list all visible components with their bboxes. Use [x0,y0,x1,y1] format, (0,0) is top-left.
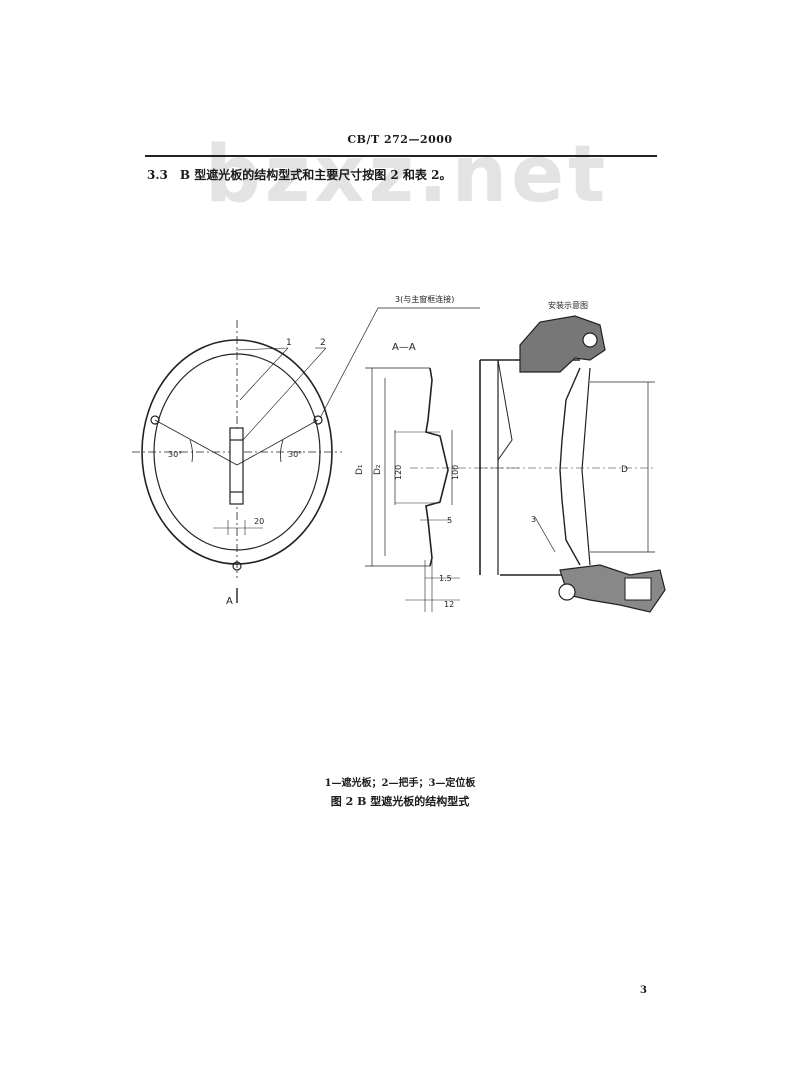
label-D2: D₂ [373,464,383,475]
hinge-block [519,315,606,373]
clause-text: B 型遮光板的结构型式和主要尺寸按图 2 和表 2。 [179,168,452,182]
label-angle-left: 30° [168,450,182,459]
label-100: 100 [451,465,460,480]
fitted-plate [559,367,581,566]
label-part3-note: 3(与主窗框连接) [395,294,454,304]
handle [229,427,244,505]
clause-number: 3.3 [147,168,168,182]
label-120: 120 [394,465,403,480]
label-part3: 3 [531,515,536,524]
label-1-5: 1.5 [439,574,452,583]
label-D: D [621,465,628,475]
figure-legend: 1—遮光板；2—把手；3—定位板 [324,778,476,789]
figure-2-drawing: 1 2 3(与主窗框连接) A—A 安装示意图 30° 30° 20 A D₁ … [132,294,666,613]
label-angle-right: 30° [288,450,302,459]
label-install: 安装示意图 [548,300,588,310]
label-section-mark: A [226,596,233,607]
label-D1: D₁ [355,464,365,475]
watermark: bzxz.net [205,130,610,220]
label-12: 12 [444,600,454,609]
label-section: A—A [392,342,416,353]
lug-right [313,415,323,425]
label-part2: 2 [320,338,326,348]
section-profile [425,367,449,567]
lug-bottom [232,561,242,571]
label-width-20: 20 [254,517,264,526]
clause-3-3: 3.3 B 型遮光板的结构型式和主要尺寸按图 2 和表 2。 [147,166,451,183]
label-5: 5 [447,516,452,525]
label-part1: 1 [286,338,292,348]
figure-caption: 图 2 B 型遮光板的结构型式 [330,795,470,808]
header-rule [145,155,657,157]
page-number: 3 [640,985,647,996]
header-standard-code: CB/T 272—2000 [347,133,453,146]
lug-left [150,415,160,425]
